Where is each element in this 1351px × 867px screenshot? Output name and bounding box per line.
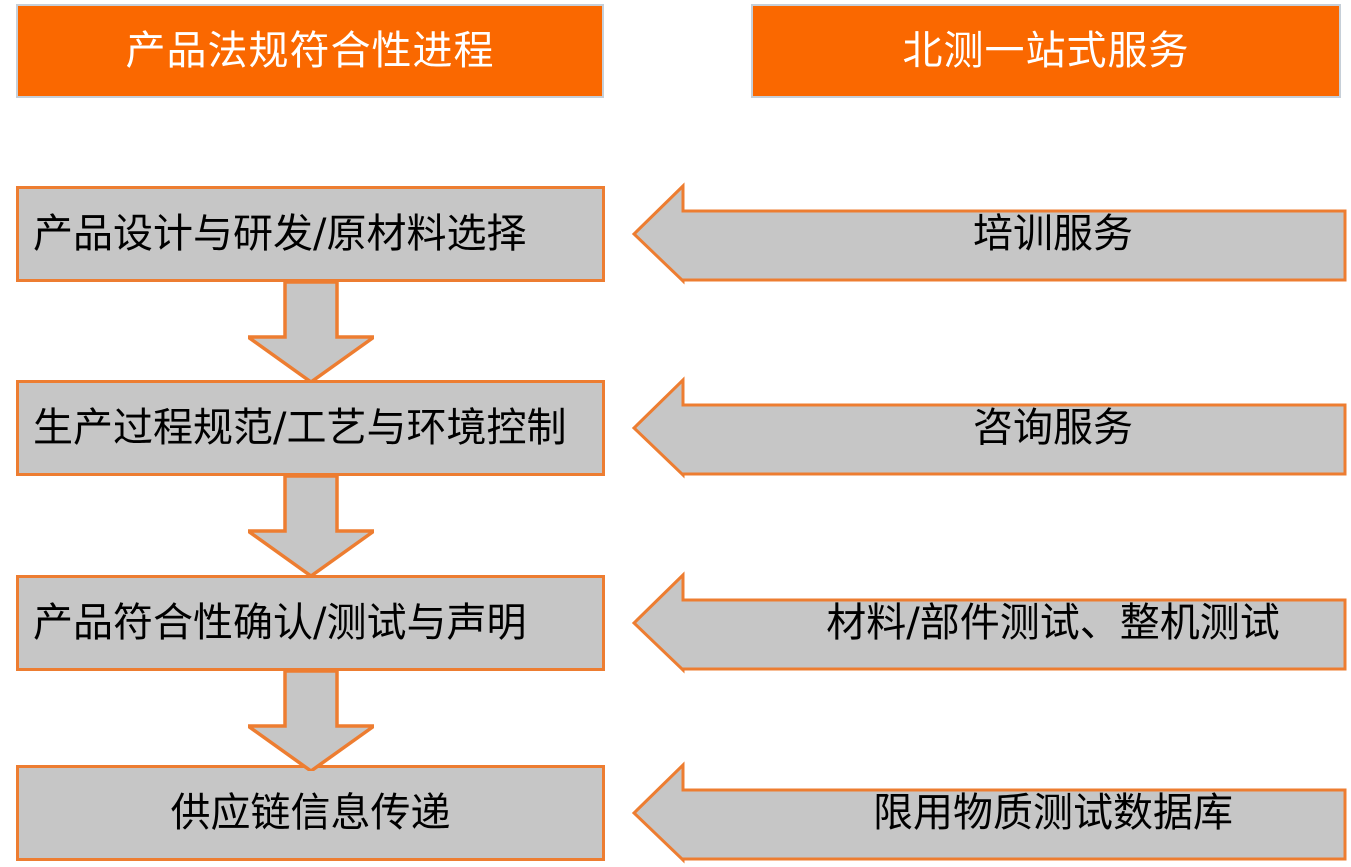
header-banner-service-column-label: 北测一站式服务 (902, 28, 1190, 74)
process-step-label-4: 供应链信息传递 (170, 790, 451, 836)
header-banner-process-column: 产品法规符合性进程 (16, 4, 604, 98)
service-arrow-block-4: 限用物质测试数据库 (631, 761, 1347, 864)
header-banner-process-column-label: 产品法规符合性进程 (125, 28, 495, 74)
process-step-box-2: 生产过程规范/工艺与环境控制 (16, 380, 605, 476)
process-step-label-3: 产品符合性确认/测试与声明 (33, 600, 527, 646)
process-step-label-1: 产品设计与研发/原材料选择 (33, 211, 527, 257)
process-step-label-2: 生产过程规范/工艺与环境控制 (33, 405, 567, 451)
process-step-box-1: 产品设计与研发/原材料选择 (16, 186, 605, 282)
service-arrow-block-1: 培训服务 (631, 182, 1347, 285)
header-banner-service-column: 北测一站式服务 (751, 4, 1341, 98)
process-step-box-4: 供应链信息传递 (16, 765, 605, 861)
service-arrow-block-3: 材料/部件测试、整机测试 (631, 571, 1347, 674)
service-arrow-block-2: 咨询服务 (631, 376, 1347, 479)
down-arrow-icon-1 (242, 280, 380, 385)
process-step-box-3: 产品符合性确认/测试与声明 (16, 575, 605, 671)
down-arrow-icon-2 (242, 474, 380, 579)
down-arrow-icon-3 (242, 669, 380, 774)
